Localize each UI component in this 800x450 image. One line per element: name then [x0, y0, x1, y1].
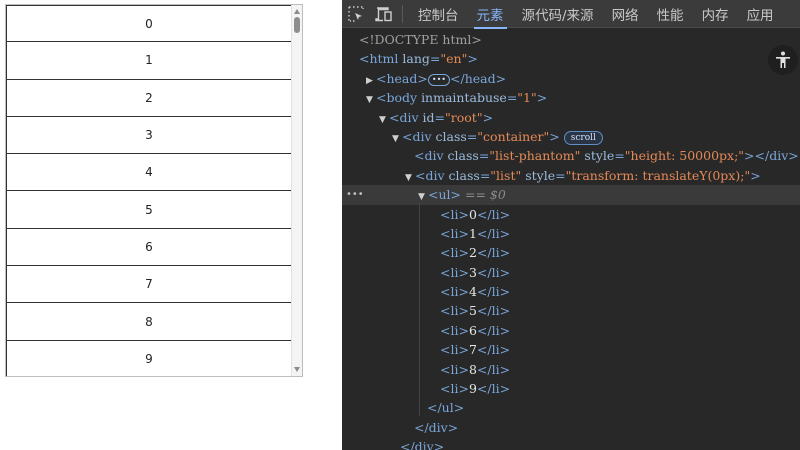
tree-node-ul-close[interactable]: </ul> [427, 400, 465, 416]
list-item[interactable]: 1 [6, 42, 292, 80]
list-item[interactable]: 3 [6, 116, 292, 155]
scroll-down-arrow-icon[interactable] [294, 367, 300, 372]
collapse-triangle-icon[interactable]: ▼ [366, 95, 373, 106]
list-item[interactable]: 9 [6, 340, 292, 376]
accessibility-icon [776, 51, 790, 68]
collapse-triangle-icon[interactable]: ▼ [379, 114, 386, 125]
collapsed-ellipsis-badge[interactable]: ••• [427, 73, 451, 86]
expand-triangle-icon[interactable]: ▶ [366, 75, 373, 86]
tree-node-div-close[interactable]: </div> [414, 419, 459, 435]
device-toolbar-icon[interactable] [370, 0, 398, 28]
list-item[interactable]: 5 [6, 191, 292, 229]
virtual-list: 0 1 2 3 4 5 6 7 8 9 [6, 5, 292, 376]
tree-node-div-close[interactable]: </div> [400, 439, 445, 450]
tree-node-root[interactable]: ▼<div id="root"> [342, 108, 800, 127]
accessibility-button[interactable] [768, 45, 798, 75]
list-item[interactable]: 2 [6, 79, 292, 117]
list-item[interactable]: 8 [6, 303, 292, 341]
tree-node-head[interactable]: ▶<head>•••</head> [342, 69, 800, 88]
attr-name: style [584, 148, 615, 164]
scrollbar-thumb[interactable] [294, 17, 300, 33]
tree-node-li[interactable]: <li>7</li> [440, 342, 511, 358]
tag-name: <div [389, 109, 419, 125]
list-item[interactable]: 4 [6, 154, 292, 192]
tree-node-doctype[interactable]: <!DOCTYPE html> [342, 30, 800, 49]
attr-name: class [447, 148, 479, 164]
tab-performance[interactable]: 性能 [656, 7, 684, 24]
attr-value: "height: 50000px;" [624, 148, 745, 164]
tab-sources[interactable]: 源代码/来源 [521, 7, 594, 24]
attr-value: "list-phantom" [489, 148, 581, 164]
devtools-panel: 控制台 元素 源代码/来源 网络 性能 内存 应用 <!DOCTYPE html… [342, 0, 800, 450]
attr-name: lang [402, 51, 430, 67]
tree-node-li[interactable]: <li>9</li> [440, 381, 511, 397]
list-item[interactable]: 0 [6, 5, 292, 43]
tab-network[interactable]: 网络 [611, 7, 639, 24]
list-item[interactable]: 6 [6, 228, 292, 267]
attr-name: id [422, 109, 435, 125]
tag-name: ></div> [744, 148, 799, 164]
tab-elements[interactable]: 元素 [468, 0, 513, 29]
tab-application[interactable]: 应用 [746, 7, 774, 24]
tree-node-list[interactable]: ▼<div class="list" style="transform: tra… [342, 166, 800, 185]
tag-name: <ul> [428, 187, 461, 203]
tree-node-list-phantom[interactable]: <div class="list-phantom" style="height:… [414, 148, 799, 164]
tree-node-li[interactable]: <li>0</li> [440, 206, 511, 222]
attr-value: "root" [445, 109, 483, 125]
more-actions-icon[interactable]: ••• [346, 189, 364, 201]
toolbar-divider [402, 4, 403, 23]
list-scrollbar[interactable] [291, 5, 302, 376]
tag-name: <div [415, 167, 445, 183]
tree-node-li[interactable]: <li>3</li> [440, 264, 511, 280]
page-viewport: 0 1 2 3 4 5 6 7 8 9 [0, 0, 342, 450]
attr-value: "transform: translateY(0px);" [565, 167, 751, 183]
attr-name: inmaintabuse [421, 90, 507, 106]
collapse-triangle-icon[interactable]: ▼ [392, 133, 399, 144]
tree-node-html[interactable]: <html lang="en"> [359, 51, 478, 67]
virtual-list-container[interactable]: 0 1 2 3 4 5 6 7 8 9 [5, 4, 303, 377]
list-item[interactable]: 7 [6, 266, 292, 304]
inspect-element-icon[interactable] [342, 0, 370, 28]
collapse-triangle-icon[interactable]: ▼ [418, 192, 425, 203]
selected-element-marker: == $0 [464, 187, 506, 203]
tree-node-container[interactable]: ▼<div class="container">scroll [342, 127, 800, 146]
attr-value: "container" [477, 128, 550, 144]
attr-name: class [435, 128, 467, 144]
tree-node-li[interactable]: <li>4</li> [440, 284, 511, 300]
tree-node-ul-selected[interactable]: ••• ▼<ul> == $0 [342, 185, 800, 205]
tab-memory[interactable]: 内存 [701, 7, 729, 24]
tree-node-li[interactable]: <li>5</li> [440, 303, 511, 319]
tree-node-li[interactable]: <li>6</li> [440, 322, 511, 338]
attr-value: "list" [490, 167, 522, 183]
tag-name: <div [414, 148, 444, 164]
tab-console[interactable]: 控制台 [418, 7, 459, 24]
attr-value: "en" [440, 51, 468, 67]
attr-name: style [525, 167, 556, 183]
scroll-up-arrow-icon[interactable] [294, 9, 300, 14]
tree-node-li[interactable]: <li>1</li> [440, 225, 511, 241]
attr-value: "1" [517, 90, 537, 106]
tree-node-li[interactable]: <li>2</li> [440, 245, 511, 261]
collapse-triangle-icon[interactable]: ▼ [405, 172, 412, 183]
dom-tree: <!DOCTYPE html> <html lang="en"> ▶<head>… [342, 30, 800, 450]
doctype-text: <!DOCTYPE html> [359, 32, 482, 47]
tag-name: <head> [376, 70, 428, 86]
tag-name: <div [402, 128, 432, 144]
tree-node-li[interactable]: <li>8</li> [440, 361, 511, 377]
scroll-badge[interactable]: scroll [563, 130, 603, 145]
tree-indent-guide [419, 203, 420, 416]
tree-node-body[interactable]: ▼<body inmaintabuse="1"> [342, 88, 800, 107]
attr-name: class [448, 167, 480, 183]
tag-name: <html [359, 51, 399, 67]
tag-name: <body [376, 90, 418, 106]
tag-name: </head> [450, 70, 507, 86]
devtools-toolbar: 控制台 元素 源代码/来源 网络 性能 内存 应用 [342, 0, 800, 29]
